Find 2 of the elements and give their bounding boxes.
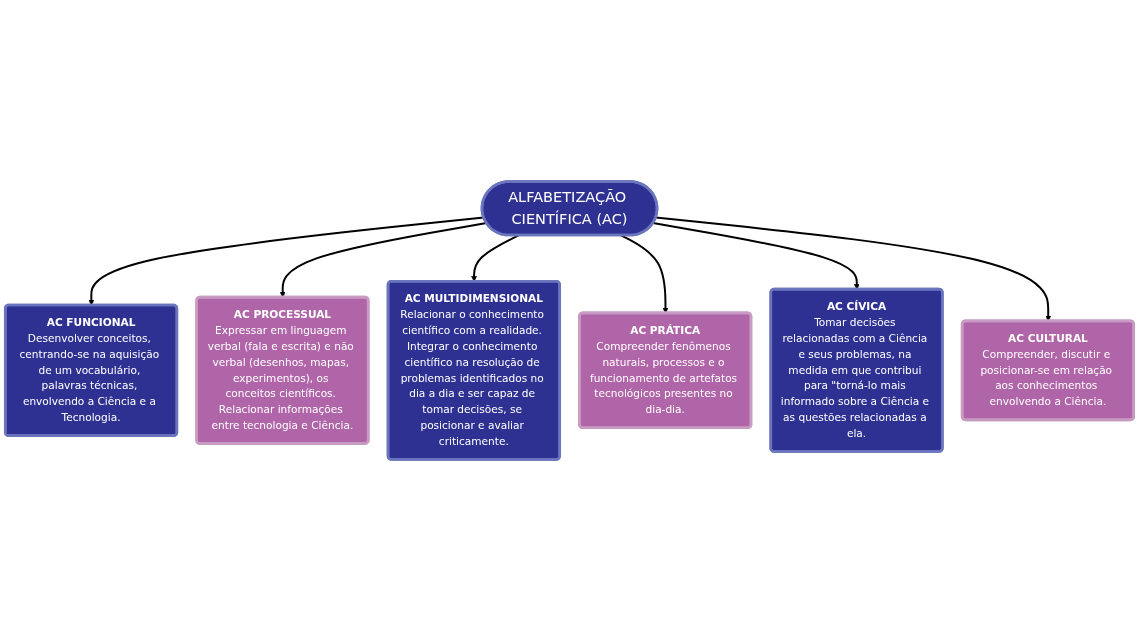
arrow bbox=[652, 222, 860, 290]
arrow bbox=[279, 222, 488, 298]
